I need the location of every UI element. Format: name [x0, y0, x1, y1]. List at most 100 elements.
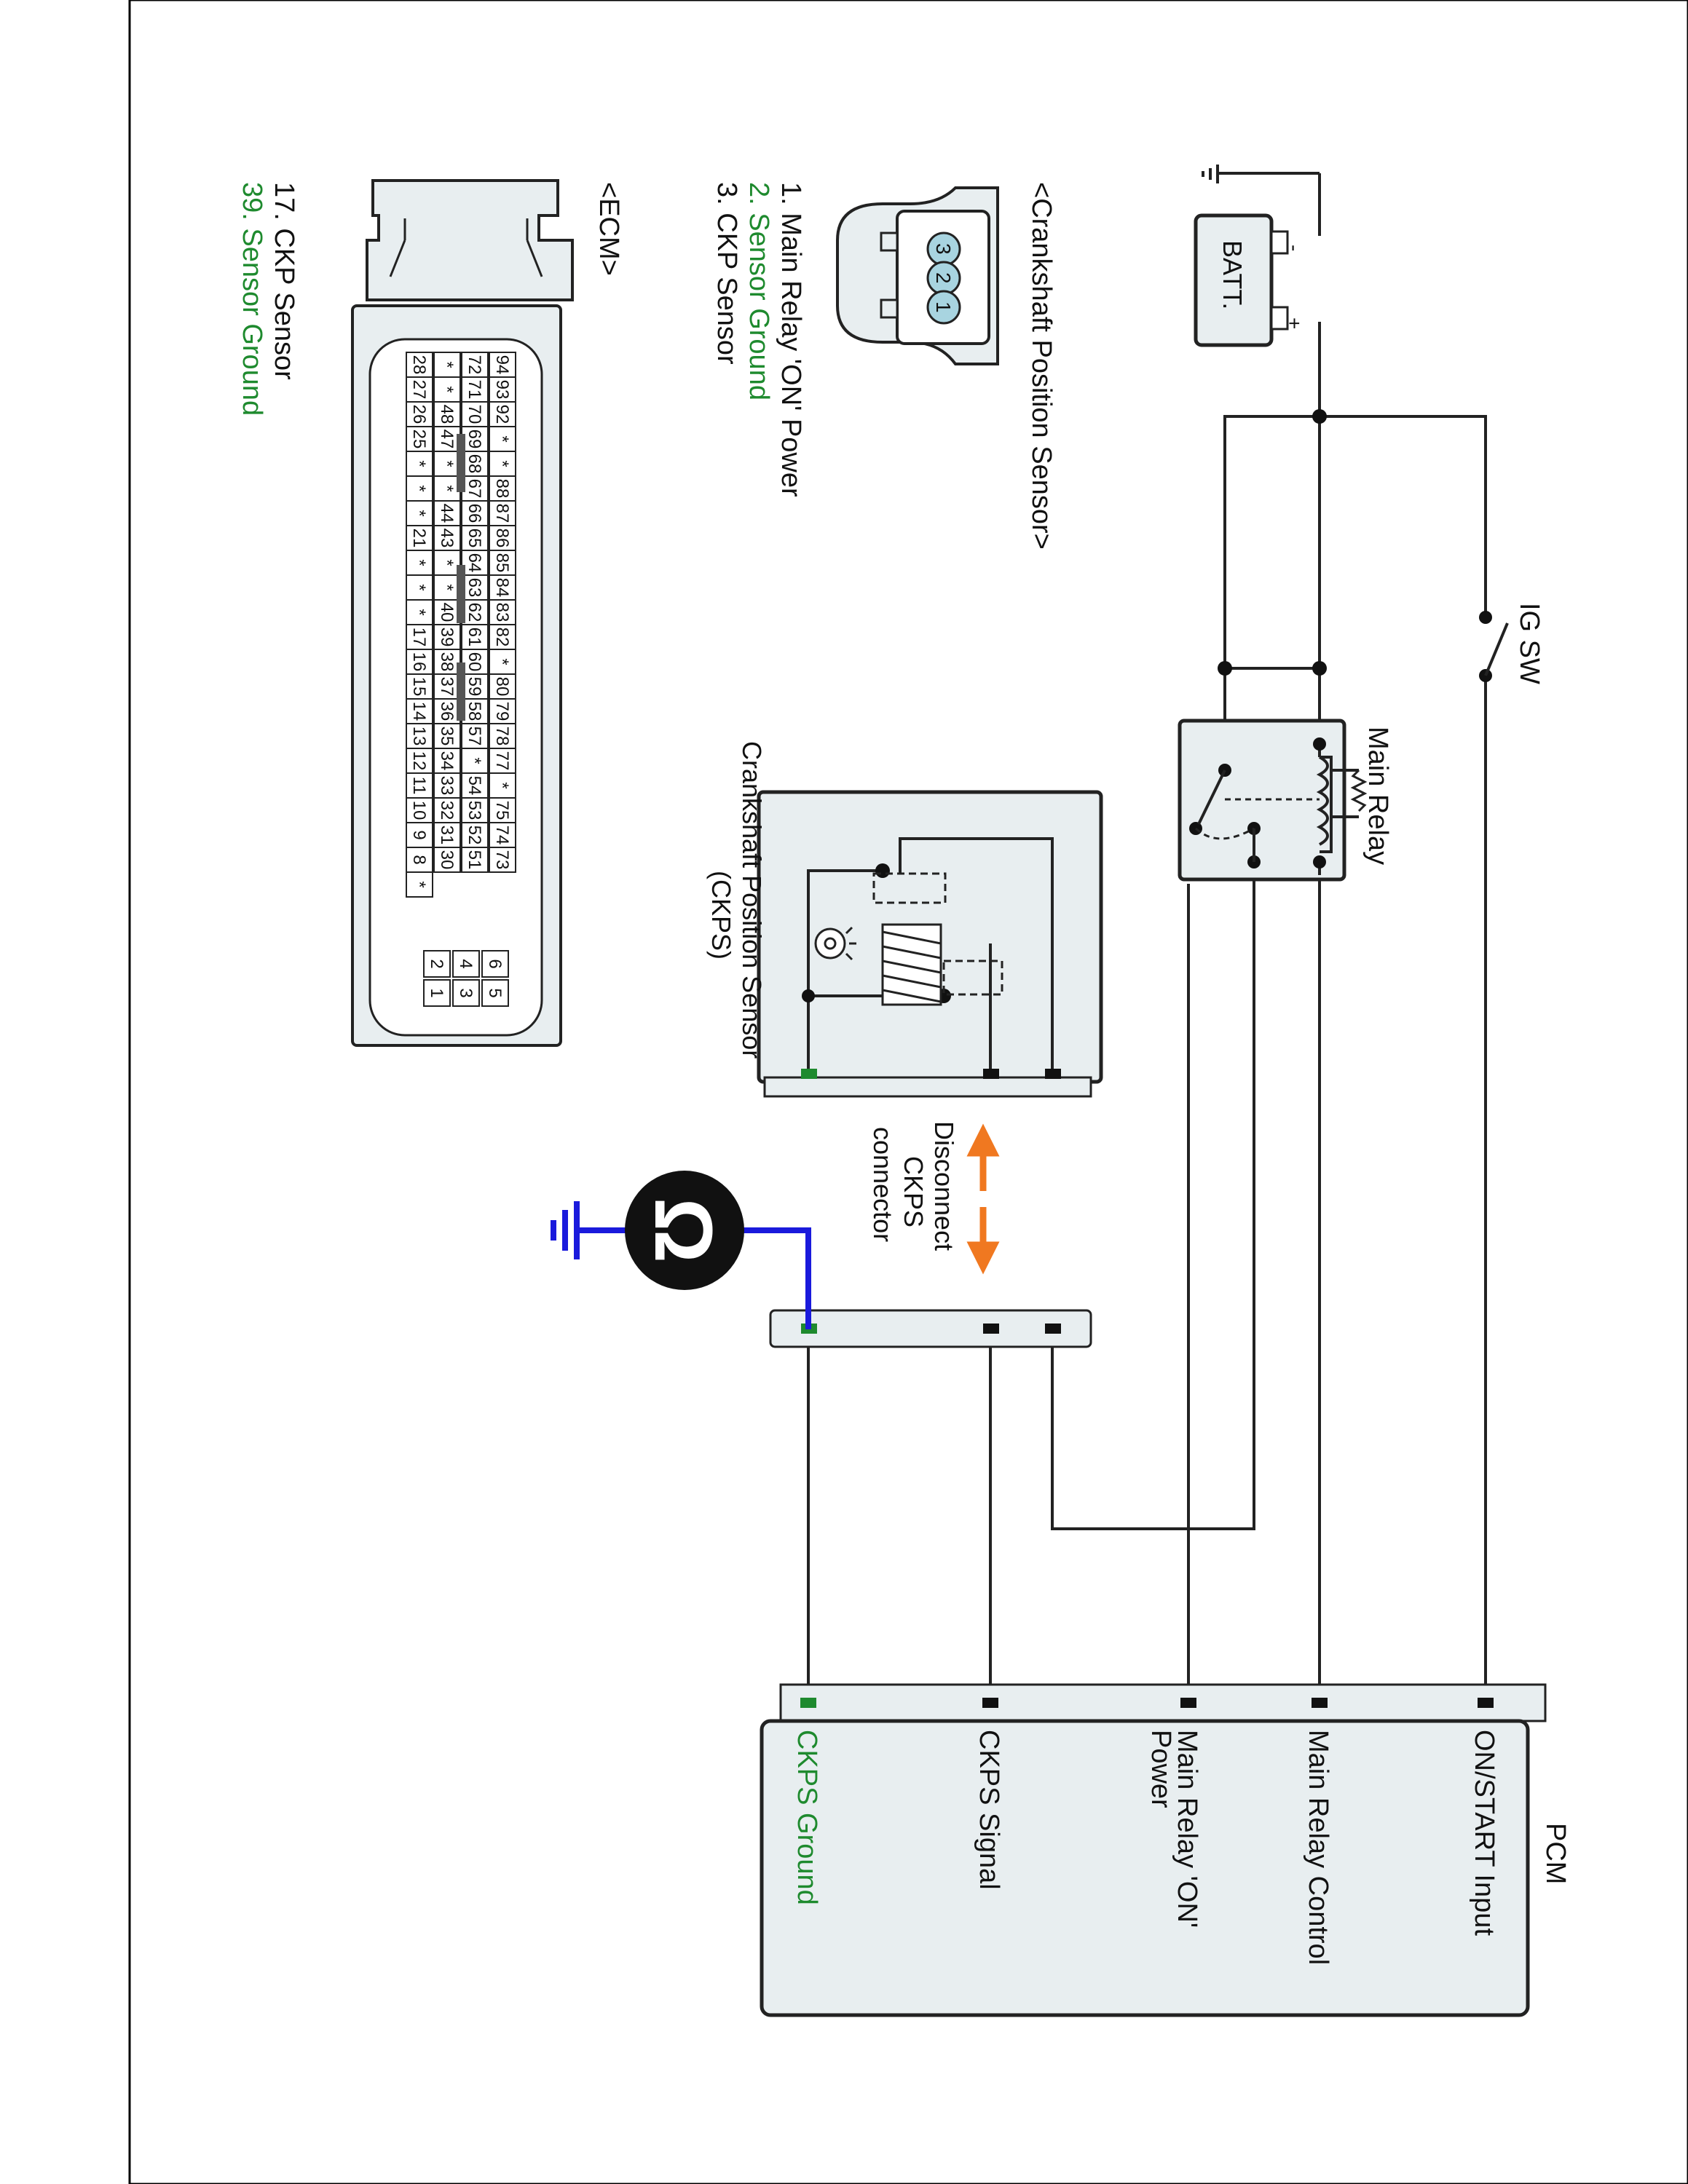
ecm-pin-cell [406, 723, 433, 749]
ecm-pin-number: 30 [437, 850, 457, 870]
ignition-switch: IG SW [1484, 603, 1545, 684]
ecm-pin-number: 70 [465, 405, 484, 424]
ecm-pin-cell [461, 401, 489, 427]
ecm-pin-number: 61 [465, 628, 484, 647]
ecm-pin-number: 68 [465, 454, 484, 474]
ckps-pin-1: 1 [932, 301, 955, 313]
disconnect-line3: connector [868, 1127, 898, 1242]
pcm-module: PCM ON/START Input Main Relay Control Ma… [760, 1683, 1571, 2017]
ecm-pin-cell [406, 673, 433, 700]
ecm-power-pin-number: 1 [427, 988, 446, 997]
ecm-pin-number: 74 [492, 826, 512, 845]
ecm-pin-cell [433, 772, 461, 799]
pcm-pin-label-ckps-signal: CKPS Signal [974, 1730, 1004, 1890]
ecm-pin-number: 40 [437, 603, 457, 622]
ecm-pin-number: 86 [492, 529, 512, 548]
ecm-pin-number: 83 [492, 603, 512, 622]
ecm-pin-cell [489, 500, 516, 526]
ecm-pin-number: 39 [437, 628, 457, 647]
ecm-pin-cell [461, 352, 489, 378]
ecm-legend-17: 17. CKP Sensor [269, 182, 299, 380]
ecm-power-pin-cell [452, 979, 480, 1007]
ecm-pin-cell [461, 822, 489, 848]
ecm-key-slot [457, 662, 465, 721]
ecm-power-pin-cell [423, 950, 451, 978]
ecm-power-pin-cell [481, 979, 509, 1007]
ecm-pin-number: 80 [492, 677, 512, 697]
ecm-pin-number: 58 [465, 702, 484, 721]
pcm-pin-ckps-ground [800, 1698, 816, 1708]
pcm-pin-main-relay-control [1312, 1698, 1328, 1708]
ecm-pin-number: 60 [465, 652, 484, 672]
ecm-pin-number: 63 [465, 578, 484, 598]
ckps-sensor: Crankshaft Position Sensor (CKPS) [706, 741, 1103, 1098]
ecm-pin-number: 82 [492, 628, 512, 647]
ecm-pin-number: * [409, 485, 429, 491]
ecm-pin-cell [489, 599, 516, 625]
ecm-pin-cell [433, 847, 461, 873]
pcm-pin-main-relay-on-power [1180, 1698, 1196, 1708]
ecm-pin-number: 64 [465, 553, 484, 573]
ecm-pin-number: 10 [409, 801, 429, 820]
ecm-title: <ECM> [593, 182, 624, 276]
ecm-pin-number: * [492, 460, 512, 467]
ecm-pin-number: 36 [437, 702, 457, 721]
ckps-pin-ground [801, 1069, 817, 1079]
ig-sw-label: IG SW [1514, 603, 1545, 684]
battery: BATT. - + [1194, 213, 1306, 347]
ecm-pin-number: 73 [492, 850, 512, 870]
ecm-pin-number: 33 [437, 776, 457, 796]
ecm-pin-cell [433, 475, 461, 502]
ecm-pin-cell [489, 772, 516, 799]
ecm-pin-cell [406, 797, 433, 823]
ckps-legend-3: 3. CKP Sensor [711, 182, 742, 365]
ckps-connector-view: <Crankshaft Position Sensor> 3 2 1 1. Ma… [711, 182, 1057, 550]
ecm-key-slot [457, 434, 465, 492]
ecm-pin-number: 84 [492, 578, 512, 598]
pcm-label: PCM [1540, 1823, 1571, 1884]
ecm-pin-cell [433, 723, 461, 749]
ecm-pin-cell [433, 673, 461, 700]
ecm-pin-number: 21 [409, 529, 429, 548]
junction-dots [1218, 409, 1492, 682]
ecm-pin-number: 47 [437, 430, 457, 449]
ckps-pin-2: 2 [932, 272, 955, 284]
ecm-power-pin-number: 5 [485, 988, 505, 997]
ecm-pin-cell [461, 847, 489, 873]
ecm-pin-number: 67 [465, 479, 484, 499]
ecm-pin-number: 72 [465, 355, 484, 375]
ecm-pin-number: 51 [465, 850, 484, 870]
ecm-pin-number: 66 [465, 504, 484, 523]
ecm-pin-number: 79 [492, 702, 512, 721]
ecm-pin-cell [489, 797, 516, 823]
battery-minus-label: - [1283, 245, 1306, 251]
ecm-pin-number: 53 [465, 801, 484, 820]
ecm-pin-cell [433, 822, 461, 848]
ecm-pin-number: 62 [465, 603, 484, 622]
ecm-pin-number: * [409, 510, 429, 516]
ecm-pin-number: * [437, 485, 457, 491]
ecm-pin-cell [433, 624, 461, 650]
ecm-pin-cell [461, 451, 489, 477]
ecm-pin-number: 34 [437, 751, 457, 771]
ecm-pin-number: 12 [409, 751, 429, 771]
ecm-key-slot [457, 565, 465, 623]
ecm-pin-cell [406, 500, 433, 526]
ecm-pin-number: * [409, 559, 429, 566]
ecm-pin-cell [406, 574, 433, 601]
ecm-pin-number: 78 [492, 727, 512, 746]
ecm-pin-number: 92 [492, 405, 512, 424]
ecm-pin-number: 85 [492, 553, 512, 573]
ecm-pin-cell [406, 822, 433, 848]
pcm-pin-label-main-relay-on-power-1: Main Relay 'ON' [1172, 1730, 1202, 1928]
ecm-pin-number: 87 [492, 504, 512, 523]
ecm-pin-number: 59 [465, 677, 484, 697]
disconnect-line1: Disconnect [929, 1121, 959, 1251]
ecm-pin-number: 88 [492, 479, 512, 499]
ecm-pin-cell [406, 401, 433, 427]
ecm-pin-cell [433, 599, 461, 625]
ecm-power-pin-number: 4 [456, 959, 476, 968]
ecm-pin-number: 28 [409, 355, 429, 375]
ecm-pin-cell [489, 847, 516, 873]
ecm-pin-cell [461, 550, 489, 576]
